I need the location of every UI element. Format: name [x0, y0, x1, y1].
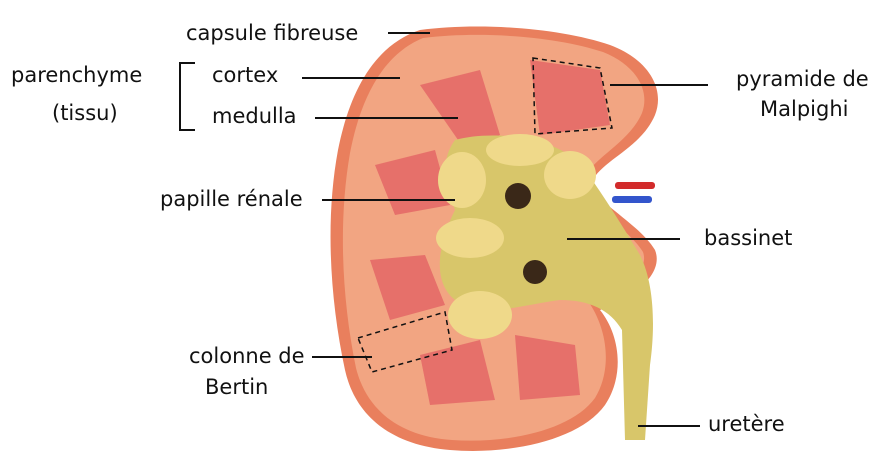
renal-artery: [615, 182, 655, 189]
calyx-top: [486, 134, 554, 166]
label-pyramide-line2: Malpighi: [760, 97, 848, 122]
label-colonne-line1: colonne de: [189, 344, 305, 369]
label-colonne-line2: Bertin: [205, 375, 268, 400]
label-papille-renale: papille rénale: [160, 187, 303, 212]
pyramid-top: [530, 60, 610, 135]
calyx-bottom: [448, 291, 512, 339]
parenchyme-bracket: [180, 63, 195, 130]
label-tissu: (tissu): [52, 101, 118, 126]
calyx-mid: [436, 218, 504, 258]
renal-vein: [612, 196, 652, 203]
label-capsule-fibreuse: capsule fibreuse: [186, 21, 358, 46]
vessel-hole-lower: [523, 260, 547, 284]
label-cortex: cortex: [212, 63, 278, 88]
calyx-right: [544, 151, 596, 199]
label-uretere: uretère: [708, 412, 785, 437]
label-pyramide-line1: pyramide de: [736, 67, 869, 92]
label-parenchyme: parenchyme: [11, 63, 142, 88]
label-medulla: medulla: [212, 104, 297, 129]
pyramid-bottom: [515, 335, 580, 400]
vessel-hole-upper: [505, 183, 531, 209]
label-bassinet: bassinet: [704, 226, 792, 251]
